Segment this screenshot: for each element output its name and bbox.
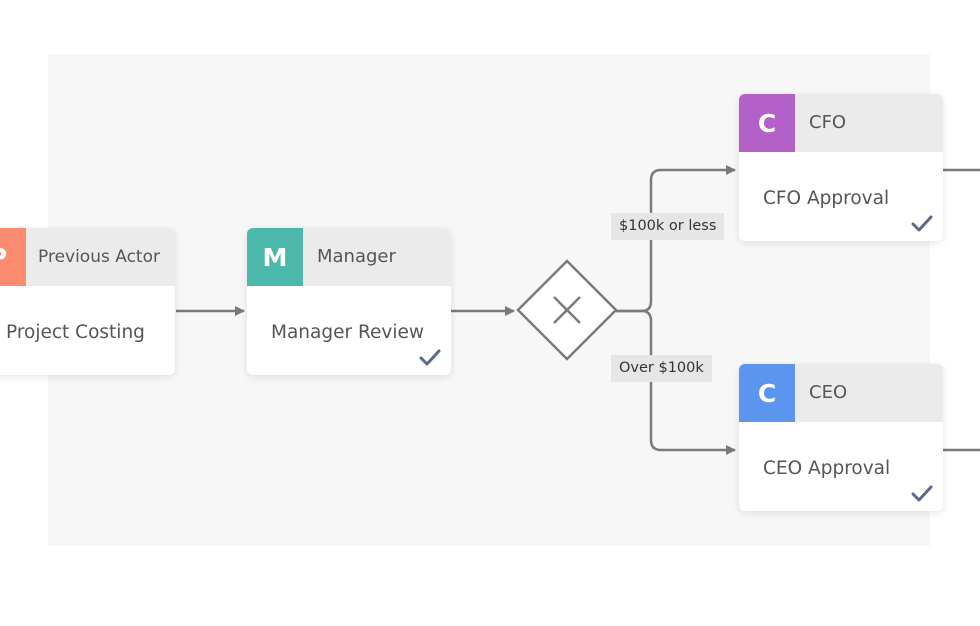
node-manager[interactable]: M Manager Manager Review [247, 228, 451, 375]
actor-label: CEO [809, 382, 848, 403]
exclusive-gateway[interactable] [516, 259, 618, 361]
condition-label-lower: Over $100k [611, 355, 712, 382]
task-label: CEO Approval [763, 458, 891, 479]
node-cfo[interactable]: C CFO CFO Approval [739, 94, 943, 241]
node-header [0, 228, 175, 286]
task-label: CFO Approval [763, 188, 890, 209]
node-ceo[interactable]: C CEO CEO Approval [739, 364, 943, 511]
check-icon [419, 349, 441, 366]
check-icon [911, 485, 933, 502]
actor-badge: M [247, 228, 303, 286]
actor-badge: C [739, 364, 795, 422]
actor-label: CFO [809, 112, 847, 133]
task-label: Manager Review [271, 322, 424, 343]
node-previous-actor[interactable]: P Previous Actor Project Costing [0, 228, 175, 375]
connector-gateway-to-cfo [616, 165, 736, 313]
check-icon [911, 215, 933, 232]
actor-label: Manager [317, 246, 396, 267]
actor-badge: C [739, 94, 795, 152]
actor-label: Previous Actor [38, 247, 160, 267]
condition-label-upper: $100k or less [611, 213, 725, 240]
task-label: Project Costing [6, 322, 145, 343]
actor-badge: P [0, 228, 26, 286]
